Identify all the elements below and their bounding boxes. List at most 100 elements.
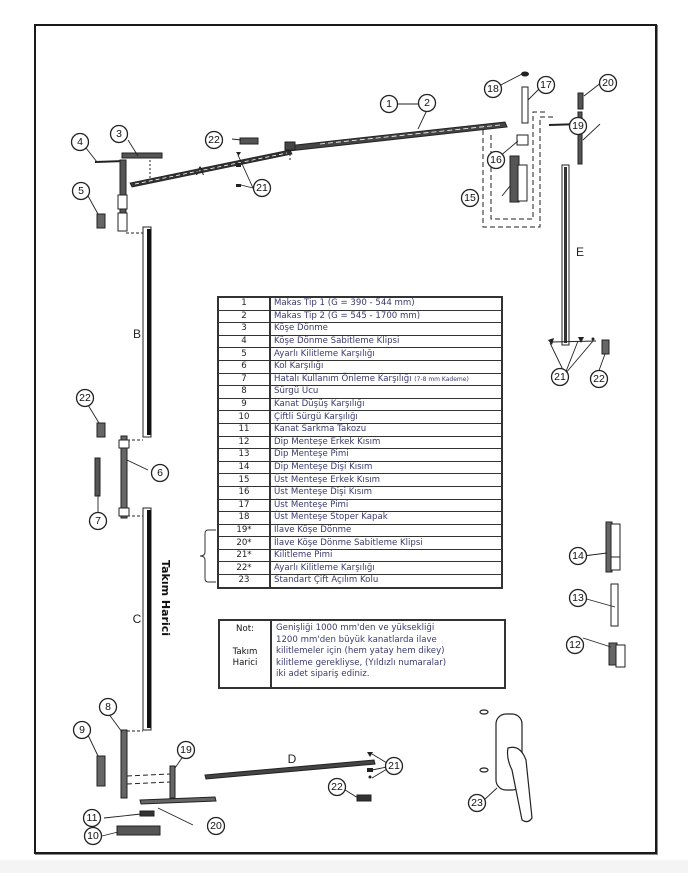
callout-circle [550, 367, 570, 387]
part-name: Üst Menteşe Erkek Kısım [269, 473, 503, 487]
callout-number: 7 [95, 515, 101, 527]
callout-6: 6 [150, 463, 170, 483]
callout-circle [204, 130, 224, 150]
note-label-column: Not: Takım Harici [220, 621, 272, 687]
callout-circle [379, 94, 399, 114]
top-hinge [482, 71, 555, 228]
part-name-text: Dip Menteşe Erkek Kısım [274, 436, 381, 447]
callout-number: 18 [487, 83, 499, 95]
part-name: Dip Menteşe Dişi Kısım [269, 460, 503, 475]
note-harici: Harici [232, 658, 258, 668]
callout-number: 19 [572, 120, 584, 132]
callout-circle [88, 511, 108, 531]
part-name: Ayarlı Kilitleme Karşılığı [269, 561, 503, 576]
part-number: 23 [217, 574, 271, 589]
part-name-note: (7-8 mm Kademe) [414, 375, 469, 383]
callout-number: 9 [79, 724, 85, 736]
table-row: 21*Kilitleme Pimi [217, 548, 503, 563]
callout-circle [467, 793, 487, 813]
part-name: Makas Tip 2 (G = 545 - 1700 mm) [269, 309, 503, 324]
part-name-text: Üst Menteşe Pimi [274, 499, 349, 510]
callout-number: 13 [572, 592, 584, 604]
callout-23: 23 [467, 793, 487, 813]
takim-harici-bracket [199, 529, 216, 583]
callout-20: 20 [598, 73, 618, 93]
callout-number: 21 [554, 371, 566, 383]
note-takim: Takım [232, 647, 258, 657]
callout-19: 19 [568, 116, 588, 136]
bar-a [129, 149, 293, 188]
table-row: 22*Ayarlı Kilitleme Karşılığı [217, 561, 503, 576]
part-number: 17 [217, 498, 271, 513]
callout-11: 11 [82, 808, 102, 828]
bar-c [142, 507, 152, 731]
callout-13: 13 [568, 588, 588, 608]
part-name: Dip Menteşe Erkek Kısım [269, 435, 503, 450]
part-number: 5 [217, 347, 271, 361]
callout-number: 21 [388, 760, 400, 772]
part-name: Sürgü Ucu [269, 385, 503, 399]
part-number: 6 [217, 359, 271, 374]
callout-number: 3 [116, 128, 122, 140]
callout-number: 22 [208, 134, 220, 146]
callout-22: 22 [75, 388, 95, 408]
callout-number: 21 [256, 182, 268, 194]
part-name: Köşe Dönme Sabitleme Klipsi [269, 334, 503, 349]
part-name: Üst Menteşe Stoper Kapak [269, 511, 503, 525]
callout-number: 11 [87, 812, 98, 824]
callout-number: 22 [79, 392, 91, 404]
callout-circle [83, 826, 103, 846]
callout-2: 2 [417, 93, 437, 113]
callout-18: 18 [483, 79, 503, 99]
note-box: Not: Takım Harici Genişliği 1000 mm'den … [218, 619, 506, 689]
note-text: Genişliği 1000 mm'den ve yüksekliği 1200… [272, 621, 504, 687]
part-name: Makas Tip 1 (G = 390 - 544 mm) [269, 296, 503, 311]
part-22-glyph [96, 422, 106, 438]
part-number: 18 [217, 511, 271, 525]
callout-15: 15 [460, 188, 480, 208]
part-22-bottom-glyph [356, 794, 372, 802]
callout-circle [589, 369, 609, 389]
bar-e [561, 164, 570, 346]
callout-circle [70, 132, 90, 152]
note-line: iki adet sipariş ediniz. [276, 669, 370, 679]
bar-b [126, 226, 152, 438]
callout-number: 22 [331, 781, 343, 793]
part-number: 19* [217, 523, 271, 538]
part-6-glyph [118, 435, 143, 519]
part-name: İlave Köşe Dönme Sabitleme Klipsi [269, 536, 503, 550]
part-name-text: Kol Karşılığı [274, 361, 324, 372]
part-number: 15 [217, 473, 271, 487]
segment-label-d: D [288, 752, 297, 766]
callout-number: 20 [210, 820, 222, 832]
note-line: kilitlemeler için (hem yatay hem dikey) [276, 646, 445, 656]
callout-16: 16 [486, 150, 506, 170]
callout-3: 3 [109, 124, 129, 144]
part-name: Hatalı Kullanım Önleme Karşılığı (7-8 mm… [269, 372, 503, 387]
callout-5: 5 [71, 181, 91, 201]
part-name: Dip Menteşe Pimi [269, 448, 503, 462]
part-name-text: Kanat Düşüş Karşılığı [274, 399, 365, 410]
part-name: Kanat Düşüş Karşılığı [269, 397, 503, 412]
callout-circle [568, 546, 588, 566]
callout-22: 22 [589, 369, 609, 389]
part-name: İlave Köşe Dönme [269, 523, 503, 538]
callout-21: 21 [550, 367, 570, 387]
part-name-text: Dip Menteşe Dişi Kısım [274, 462, 373, 473]
part-22-right-glyph [601, 339, 610, 355]
callout-12: 12 [565, 635, 585, 655]
callout-1: 1 [379, 94, 399, 114]
callout-circle [75, 388, 95, 408]
part-number: 3 [217, 322, 271, 336]
